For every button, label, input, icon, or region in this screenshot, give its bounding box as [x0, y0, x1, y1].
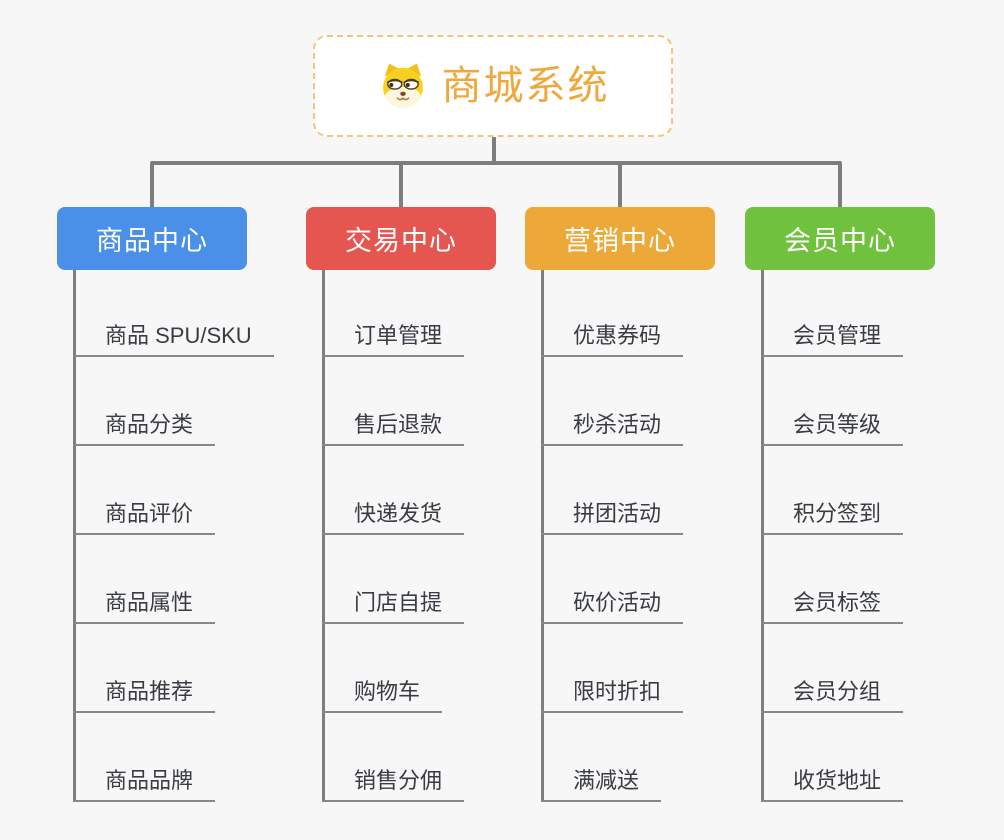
leaf-node[interactable]: 拼团活动 [541, 499, 684, 535]
leaf-node[interactable]: 商品推荐 [73, 677, 216, 713]
leaf-node[interactable]: 限时折扣 [541, 677, 684, 713]
leaf-node[interactable]: 会员等级 [761, 410, 904, 446]
leaf-node[interactable]: 收货地址 [761, 766, 904, 802]
branch-label: 会员中心 [784, 226, 896, 256]
leaf-node[interactable]: 商品属性 [73, 588, 216, 624]
leaf-node[interactable]: 会员分组 [761, 677, 904, 713]
leaf-node[interactable]: 砍价活动 [541, 588, 684, 624]
leaf-node[interactable]: 秒杀活动 [541, 410, 684, 446]
branch-node-product-center[interactable]: 商品中心 [57, 207, 247, 270]
leaf-node[interactable]: 商品分类 [73, 410, 216, 446]
dog-face-icon [382, 63, 423, 108]
root-title: 商城系统 [441, 64, 610, 108]
leaf-node[interactable]: 购物车 [322, 677, 443, 713]
leaf-node[interactable]: 满减送 [541, 766, 662, 802]
branch-items: 订单管理售后退款快递发货门店自提购物车销售分佣 [306, 207, 496, 807]
leaf-node[interactable]: 订单管理 [322, 321, 465, 357]
branch-items: 会员管理会员等级积分签到会员标签会员分组收货地址 [745, 207, 935, 807]
branch-label: 营销中心 [564, 226, 676, 256]
leaf-node[interactable]: 商品品牌 [73, 766, 216, 802]
branch-label: 交易中心 [345, 226, 457, 256]
branch-node-trade-center[interactable]: 交易中心 [306, 207, 496, 270]
branch-items: 优惠券码秒杀活动拼团活动砍价活动限时折扣满减送 [525, 207, 715, 807]
leaf-node[interactable]: 售后退款 [322, 410, 465, 446]
root-node[interactable]: 商城系统 [313, 35, 673, 137]
leaf-node[interactable]: 商品 SPU/SKU [73, 321, 274, 357]
branch-spine-line [761, 270, 764, 802]
branch-spine-line [73, 270, 76, 802]
leaf-node[interactable]: 会员标签 [761, 588, 904, 624]
leaf-node[interactable]: 优惠券码 [541, 321, 684, 357]
branch-node-marketing-center[interactable]: 营销中心 [525, 207, 715, 270]
branch-column-trade-center: 交易中心 订单管理售后退款快递发货门店自提购物车销售分佣 [306, 207, 496, 807]
leaf-node[interactable]: 快递发货 [322, 499, 465, 535]
leaf-node[interactable]: 门店自提 [322, 588, 465, 624]
leaf-node[interactable]: 积分签到 [761, 499, 904, 535]
leaf-node[interactable]: 会员管理 [761, 321, 904, 357]
branch-items: 商品 SPU/SKU 商品分类商品评价商品属性商品推荐商品品牌 [57, 207, 274, 807]
branch-column-marketing-center: 营销中心 优惠券码秒杀活动拼团活动砍价活动限时折扣满减送 [525, 207, 715, 807]
branch-spine-line [322, 270, 325, 802]
branch-node-member-center[interactable]: 会员中心 [745, 207, 935, 270]
branch-column-member-center: 会员中心 会员管理会员等级积分签到会员标签会员分组收货地址 [745, 207, 935, 807]
branch-label: 商品中心 [96, 226, 208, 256]
leaf-node[interactable]: 商品评价 [73, 499, 216, 535]
leaf-node[interactable]: 销售分佣 [322, 766, 465, 802]
branch-spine-line [541, 270, 544, 802]
branch-column-product-center: 商品中心 商品 SPU/SKU 商品分类商品评价商品属性商品推荐商品品牌 [57, 207, 274, 807]
